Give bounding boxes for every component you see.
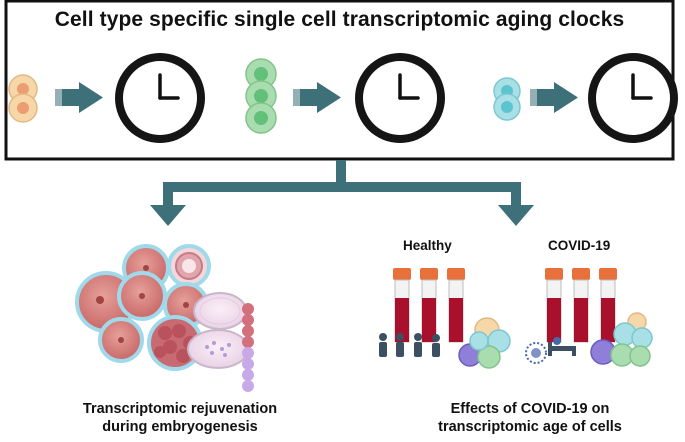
embryogenesis-illustration (75, 244, 254, 392)
caption-line: Effects of COVID-19 on (450, 401, 610, 417)
clock-icon (355, 53, 445, 143)
embryogenesis-caption: Transcriptomic rejuvenation during embry… (40, 400, 320, 436)
clock-icon (588, 53, 678, 143)
hospital-bed-icon (548, 337, 576, 356)
branch-connector (150, 160, 534, 226)
arrow-icon (293, 82, 341, 113)
covid-caption: Effects of COVID-19 on transcriptomic ag… (395, 400, 665, 436)
people-icon (379, 333, 440, 357)
covid-blood-tubes (545, 268, 617, 343)
arrow-icon (530, 82, 578, 113)
caption-line: Transcriptomic rejuvenation (82, 401, 278, 417)
virus-icon (525, 342, 547, 364)
caption-line: transcriptomic age of cells (438, 419, 622, 435)
healthy-blood-tubes (393, 268, 465, 343)
aging-clocks-box (4, 0, 675, 161)
healthy-cell-cluster (458, 317, 511, 369)
orange-cell-group (8, 74, 38, 123)
caption-line: during embryogenesis (102, 419, 258, 435)
blue-cell-group (493, 77, 521, 121)
arrow-icon (55, 82, 103, 113)
green-cell-group (245, 58, 277, 134)
covid-label: COVID-19 (548, 238, 611, 253)
healthy-label: Healthy (403, 238, 452, 253)
diagram-title: Cell type specific single cell transcrip… (54, 8, 625, 31)
covid-cell-cluster (590, 312, 653, 367)
clock-icon (115, 53, 205, 143)
